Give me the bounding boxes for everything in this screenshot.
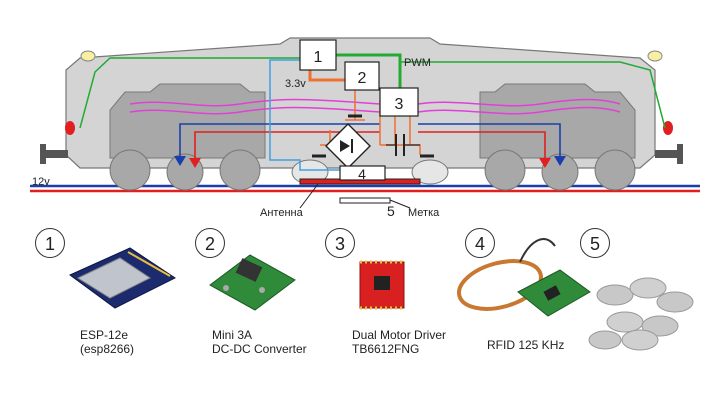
bogie-right <box>479 83 636 191</box>
rfid-reader-image <box>457 238 591 317</box>
component-5-number: 5 <box>580 228 610 258</box>
antenna-label: Антенна <box>260 207 304 219</box>
wire-blue-left <box>179 123 380 160</box>
tag-number: 5 <box>387 203 395 219</box>
wire-blue-right <box>418 123 561 160</box>
capacitor-icon <box>386 134 420 156</box>
esp12e-image <box>69 247 176 309</box>
motor-driver-image <box>359 260 405 310</box>
center-wheels <box>291 159 449 185</box>
block-3-number: 3 <box>395 96 404 113</box>
component-3-name: Dual Motor Driver <box>352 328 447 342</box>
block-4 <box>339 165 386 181</box>
bogie-left <box>109 83 266 191</box>
component-2-sub: DC-DC Converter <box>212 342 307 356</box>
block-2-number: 2 <box>358 70 367 87</box>
component-3-number: 3 <box>325 228 355 258</box>
arrow-blue-right-icon <box>554 156 566 166</box>
wire-pwm <box>335 53 402 88</box>
component-3-caption: Dual Motor Driver TB6612FNG <box>352 328 446 356</box>
voltage-12-label: 12v <box>32 176 50 188</box>
component-4-caption: RFID 125 KHz <box>487 338 564 352</box>
component-3-sub: TB6612FNG <box>352 342 420 356</box>
component-2-number: 2 <box>195 228 225 258</box>
taillight-left-icon <box>65 121 75 135</box>
coupler-right-icon <box>655 144 683 164</box>
tag-label: Метка <box>408 207 440 219</box>
rfid-tags-image <box>588 277 694 351</box>
headlight-right-icon <box>647 50 663 62</box>
diode-bridge-icon <box>325 123 371 169</box>
wire-green-left <box>79 57 300 129</box>
arrow-red-left-icon <box>189 158 201 168</box>
block-1 <box>299 39 337 71</box>
component-1-caption: ESP-12e (esp8266) <box>80 328 134 356</box>
component-1-number: 1 <box>35 228 65 258</box>
taillight-right-icon <box>663 121 673 135</box>
component-4-number: 4 <box>465 228 495 258</box>
component-2-name: Mini 3A <box>212 328 253 342</box>
component-2-caption: Mini 3A DC-DC Converter <box>212 328 307 356</box>
dcdc-converter-image <box>209 254 296 311</box>
wire-magenta-left-1 <box>129 98 381 107</box>
block-1-number: 1 <box>314 49 323 66</box>
wire-green-right <box>400 61 666 129</box>
wire-red-left <box>194 131 380 162</box>
wire-lightblue <box>269 59 340 171</box>
arrow-blue-left-icon <box>174 156 186 166</box>
wire-magenta-right-2 <box>417 106 621 115</box>
pwm-label: PWM <box>404 57 431 69</box>
tag-pointer <box>389 199 411 209</box>
wire-red-right <box>418 131 546 162</box>
antenna-pointer <box>299 183 319 209</box>
component-4-name: RFID 125 KHz <box>487 338 565 352</box>
voltage-33-label: 3.3v <box>285 78 306 90</box>
wire-33v <box>308 70 345 82</box>
component-1-sub: (esp8266) <box>80 342 135 356</box>
block-2 <box>344 61 380 91</box>
arrow-red-right-icon <box>539 158 551 168</box>
block-3 <box>379 87 419 117</box>
headlight-left-icon <box>80 50 96 62</box>
component-1-name: ESP-12e <box>80 328 129 342</box>
wire-magenta-right-1 <box>417 98 621 107</box>
wire-magenta-left-2 <box>129 106 381 115</box>
block-4-number: 4 <box>358 166 366 182</box>
coupler-left-icon <box>40 144 68 164</box>
tag-bar <box>339 197 391 204</box>
